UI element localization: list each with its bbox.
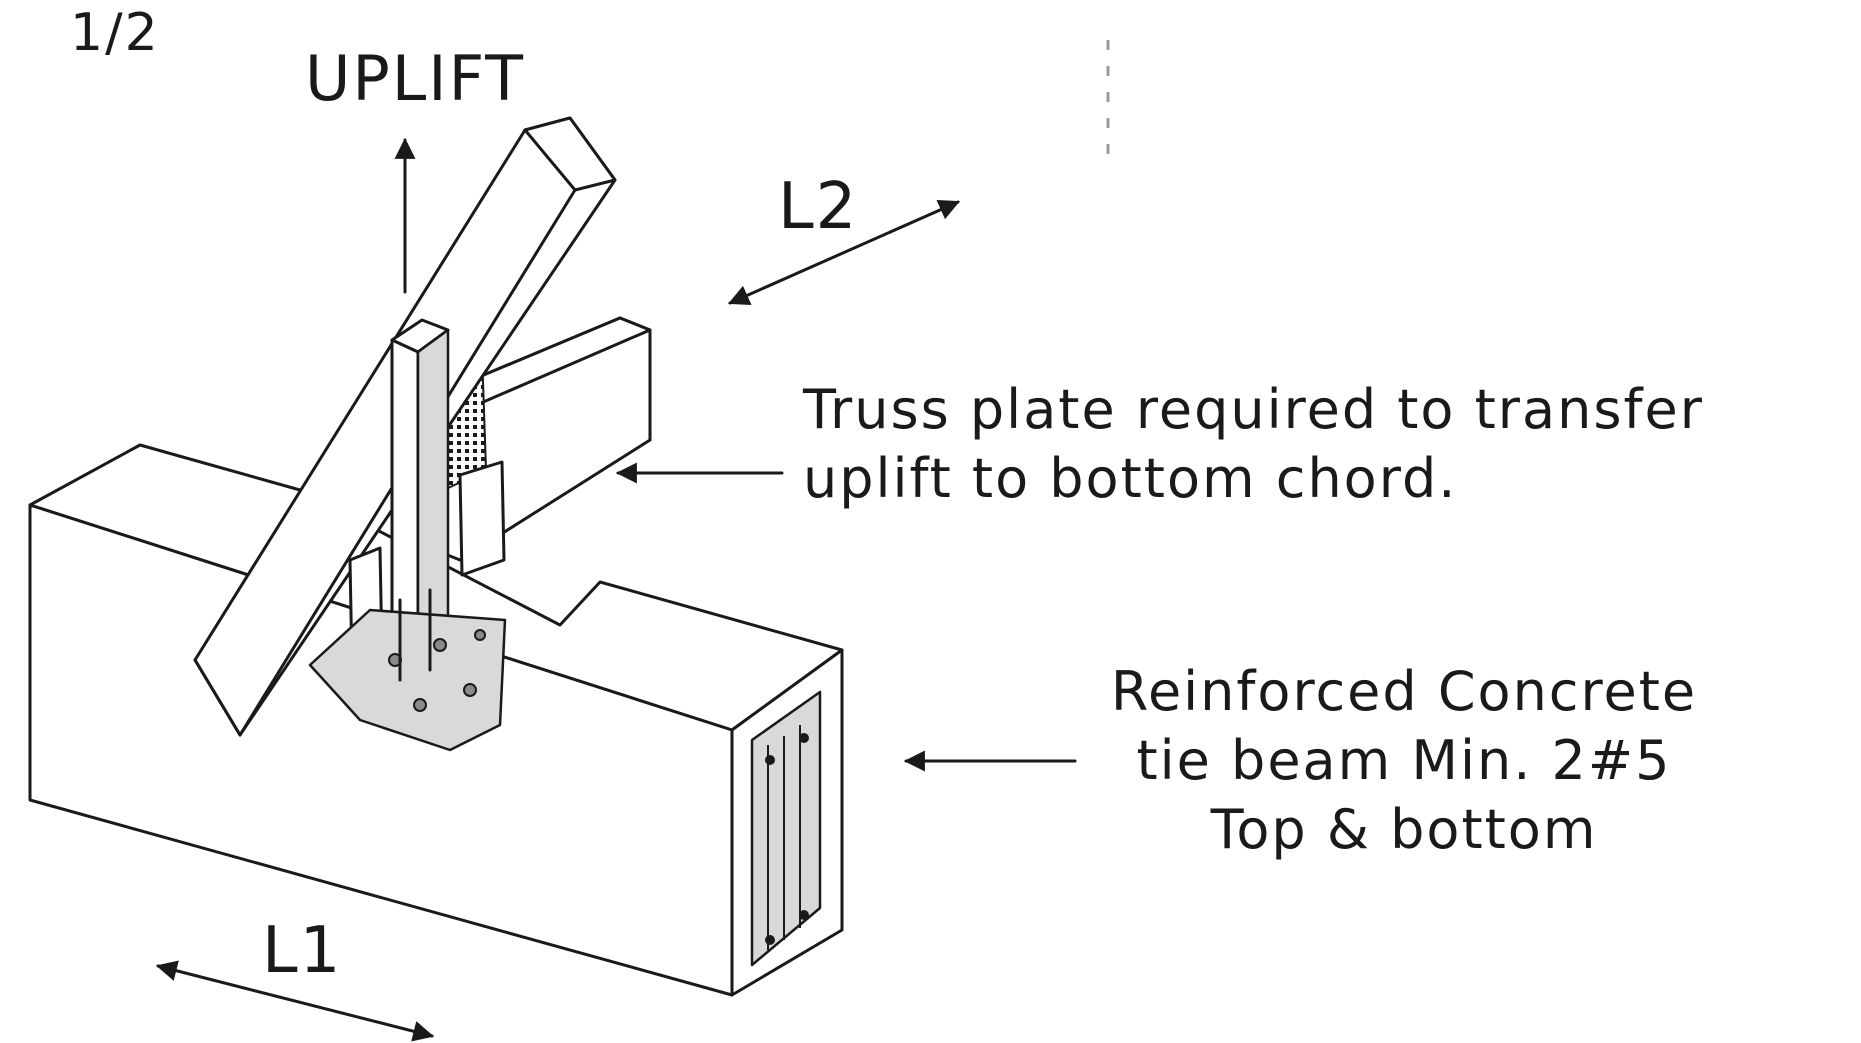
top-chord-upper-face [523, 116, 617, 192]
l2-label: L2 [778, 170, 858, 244]
rebar-bottom-2 [799, 910, 809, 920]
corner-fragment-text: 1/2 [70, 3, 160, 63]
beam-note-line2: tie beam Min. 2#5 [1136, 729, 1671, 792]
beam-note-line3: Top & bottom [1210, 798, 1598, 861]
uplift-label: UPLIFT [305, 42, 525, 115]
rebar-top-1 [765, 755, 775, 765]
rebar-bottom-1 [765, 935, 775, 945]
l2-dimension-arrow [728, 200, 960, 305]
truss-note-line1: Truss plate required to transfer [802, 378, 1704, 441]
beam-note-line1: Reinforced Concrete [1111, 660, 1697, 723]
l1-label: L1 [262, 914, 342, 988]
anchor-base-plate [308, 608, 507, 752]
truss-note-line2: uplift to bottom chord. [803, 447, 1457, 510]
l1-dimension-arrow [155, 960, 435, 1042]
rebar-top-2 [799, 733, 809, 743]
uplift-strap-assembly [308, 318, 507, 752]
strap-right [458, 460, 506, 577]
